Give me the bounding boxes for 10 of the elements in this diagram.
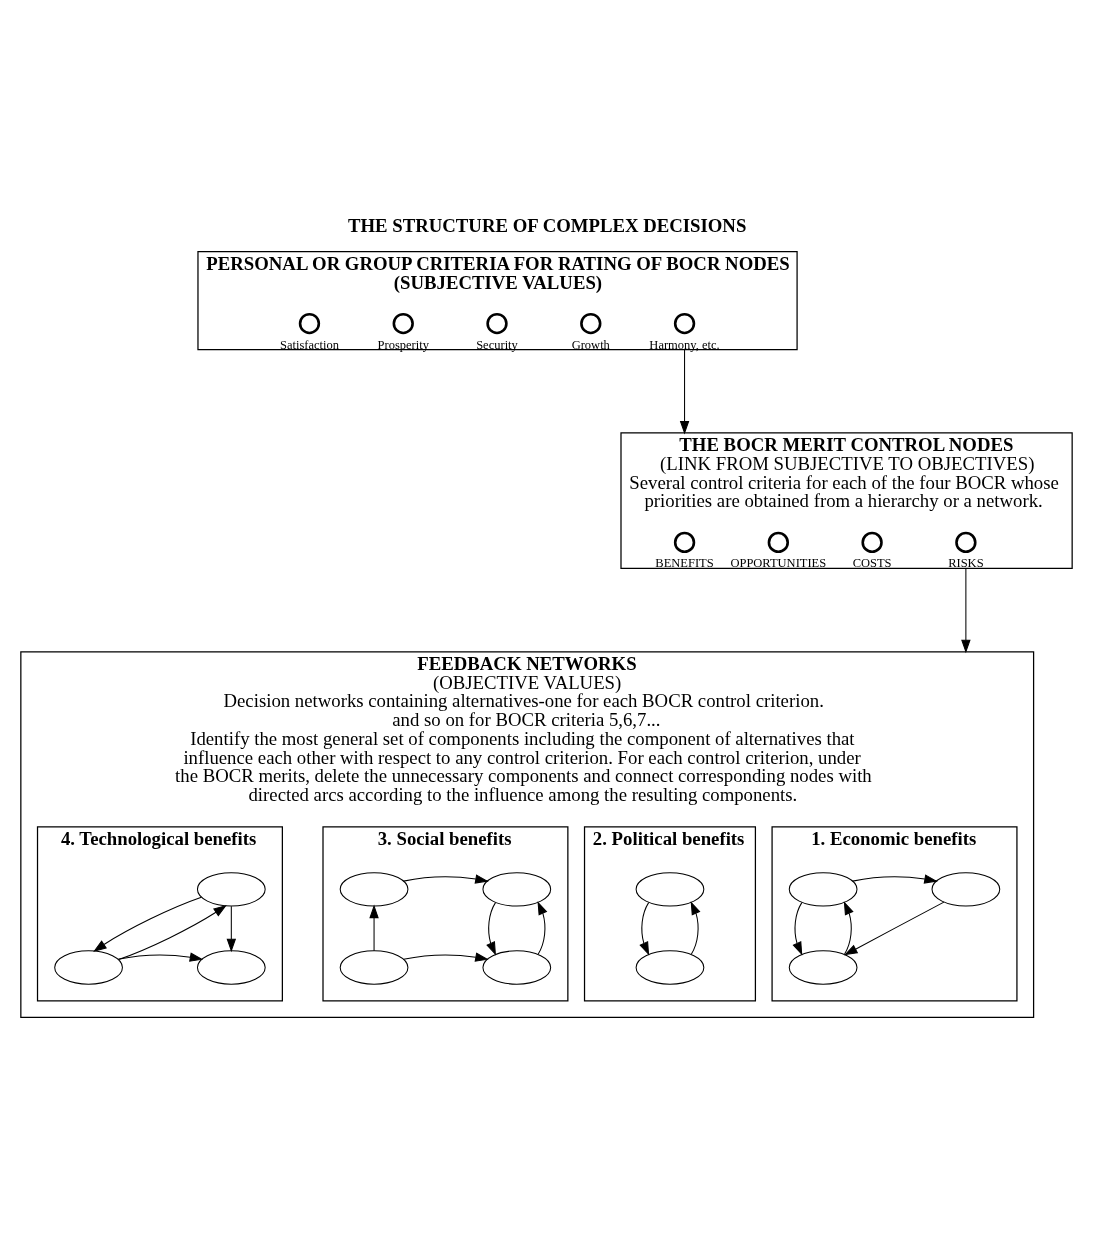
node-label: Harmony, etc.	[649, 337, 720, 352]
node-label: RISKS	[948, 556, 984, 571]
node-label: Growth	[571, 337, 610, 352]
node-label: COSTS	[852, 556, 892, 571]
node-label: Security	[476, 337, 518, 352]
node-label: Prosperity	[377, 337, 429, 352]
diagram-title: THE STRUCTURE OF COMPLEX DECISIONS	[348, 215, 747, 237]
node-label: Satisfaction	[279, 337, 339, 352]
node-label: OPPORTUNITIES	[730, 556, 827, 571]
node-label: BENEFITS	[655, 556, 714, 571]
